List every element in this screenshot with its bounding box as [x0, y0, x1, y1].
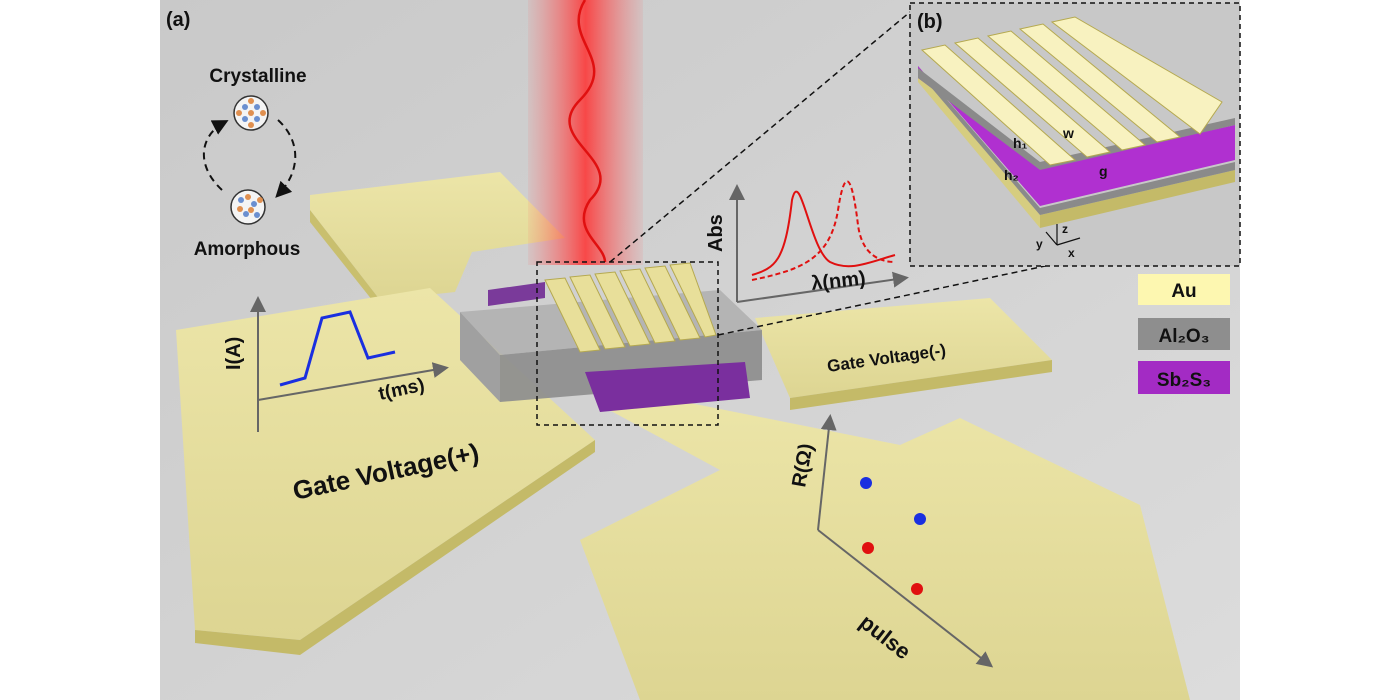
abs-axis-label: Abs — [705, 214, 727, 252]
w-label: w — [1062, 125, 1074, 141]
light-wave — [568, 0, 607, 263]
low-resistance-point — [911, 583, 923, 595]
x-axis-label: x — [1068, 246, 1075, 260]
panel-a-label: (a) — [166, 9, 190, 31]
inset-b: (b) h₁ h₂ w g z y x — [909, 2, 1241, 267]
high-resistance-point — [914, 513, 926, 525]
z-axis-label: z — [1062, 222, 1068, 236]
absorption-plot: Abs λ(nm) — [705, 180, 909, 303]
y-axis-label: y — [1036, 237, 1043, 251]
legend-swatch-sb2s3 — [1138, 361, 1230, 394]
absorption-curve-solid — [751, 190, 896, 276]
legend-swatch-au — [1138, 274, 1230, 305]
sb2s3-layer-3d — [918, 66, 1235, 206]
h2-label: h₂ — [1004, 167, 1019, 183]
crystalline-label: Crystalline — [209, 66, 306, 87]
panel-b-label: (b) — [917, 11, 943, 33]
legend-label-sb2s3: Sb₂S₃ — [1157, 370, 1211, 391]
phase-change-cycle: Crystalline Amorphous — [194, 66, 307, 260]
low-resistance-point — [862, 542, 874, 554]
current-axis-label: I(A) — [223, 337, 245, 370]
absorption-curve-dashed — [751, 180, 896, 281]
gold-grating — [544, 262, 717, 353]
g-label: g — [1099, 163, 1108, 179]
sb2s3-pad — [585, 362, 750, 412]
bottom-electrode — [580, 395, 1190, 700]
high-resistance-point — [860, 477, 872, 489]
legend-label-al2o3: Al₂O₃ — [1158, 326, 1209, 347]
gate-minus-electrode — [755, 298, 1052, 398]
zoom-region-box — [536, 261, 719, 426]
current-pulse-line — [279, 310, 396, 387]
h1-label: h₁ — [1013, 135, 1028, 151]
legend-label-au: Au — [1171, 281, 1196, 302]
legend-swatch-al2o3 — [1138, 318, 1230, 350]
amorphous-label: Amorphous — [194, 239, 301, 260]
top-electrode — [310, 172, 565, 300]
material-legend: Au Al₂O₃ Sb₂S₃ — [1138, 274, 1230, 394]
